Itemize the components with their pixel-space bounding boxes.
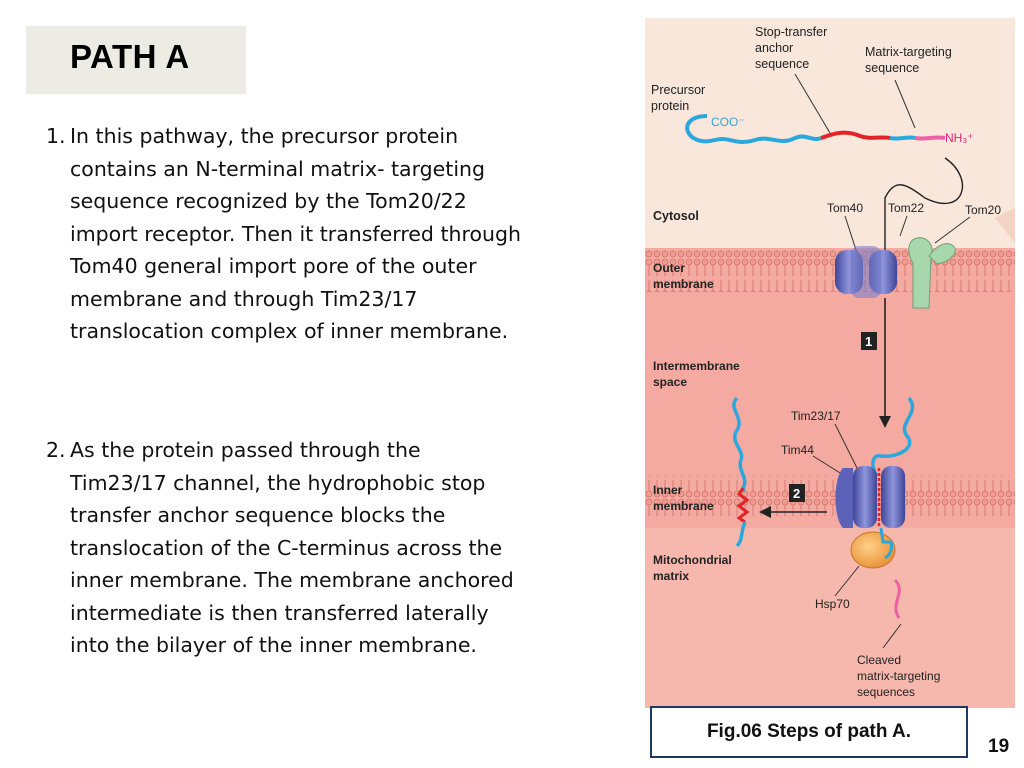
leader-line-matrix-targeting <box>894 79 916 129</box>
label-mitochondrial-matrix-2: matrix <box>653 569 689 583</box>
translocating-chain <box>871 396 915 478</box>
leader-line-tim23 <box>834 423 861 475</box>
label-cytosol: Cytosol <box>653 209 699 223</box>
tom40-pore <box>835 246 897 298</box>
leader-line-cleaved <box>882 623 902 649</box>
leader-line-tom40 <box>844 215 858 254</box>
paragraph-line: membrane and through Tim23/17 <box>70 286 418 311</box>
paragraph-line: transfer anchor sequence blocks the <box>70 503 446 527</box>
right-edge-arrow <box>995 208 1015 243</box>
slide-title: PATH A <box>70 38 190 75</box>
hsp70-chaperone <box>850 531 896 569</box>
leader-line-tim44 <box>812 455 846 477</box>
cleaved-sequence <box>893 578 901 619</box>
paragraph-1: 1. In this pathway, the precursor protei… <box>46 120 636 348</box>
paragraph-line: translocation of the C-terminus across t… <box>70 535 503 560</box>
step-1-number: 1 <box>865 334 872 349</box>
figure-caption-box: Fig.06 Steps of path A. <box>650 706 968 758</box>
paragraph-number: 2. <box>46 438 66 462</box>
paragraph-line: translocation complex of inner membrane. <box>70 319 509 343</box>
label-matrix-targeting-2: sequence <box>865 61 919 75</box>
paragraph-line: intermediate is then transferred lateral… <box>70 600 489 625</box>
precursor-chain-blue <box>685 114 822 144</box>
leader-line-stop-transfer <box>794 73 831 134</box>
label-stop-transfer: Stop-transfer <box>755 25 827 39</box>
anchored-protein-tail <box>735 521 747 548</box>
precursor-chain-blue-2 <box>889 135 916 141</box>
figure-caption: Fig.06 Steps of path A. <box>706 721 912 742</box>
matrix-background <box>645 528 1015 708</box>
label-matrix-targeting: Matrix-targeting <box>865 45 952 59</box>
label-mitochondrial-matrix: Mitochondrial <box>653 553 732 567</box>
label-inner-membrane: Inner <box>653 483 683 497</box>
paragraph-line: Tom40 general import pore of the outer <box>70 254 477 278</box>
paragraph-line: contains an N-terminal matrix- targeting <box>70 156 486 181</box>
downward-arrowhead <box>879 416 891 428</box>
step-2-number: 2 <box>793 486 800 501</box>
mitochondrial-import-diagram: Stop-transfer anchor sequence Matrix-tar… <box>645 18 1015 708</box>
anchored-protein-chain <box>732 396 747 492</box>
label-tom40: Tom40 <box>827 201 863 215</box>
label-outer-membrane: Outer <box>653 261 685 275</box>
label-precursor-2: protein <box>651 99 689 113</box>
label-intermembrane: Intermembrane <box>653 359 740 373</box>
step-2-badge <box>789 484 805 502</box>
label-cleaved-3: sequences <box>857 685 915 699</box>
label-nh3: NH₃⁺ <box>945 131 974 145</box>
import-path-curve <box>884 157 964 288</box>
inner-membrane <box>645 475 1015 517</box>
label-hsp70: Hsp70 <box>815 597 850 611</box>
paragraph-2: 2. As the protein passed through the Tim… <box>46 434 636 662</box>
label-stop-transfer-2: anchor <box>755 41 793 55</box>
paragraph-line: into the bilayer of the inner membrane. <box>70 633 477 657</box>
label-outer-membrane-2: membrane <box>653 277 714 291</box>
step-1-badge <box>861 332 877 350</box>
label-intermembrane-2: space <box>653 375 687 389</box>
anchored-stop-transfer <box>736 487 750 524</box>
paragraph-number: 1. <box>46 124 66 148</box>
matrix-chain-end <box>879 527 893 560</box>
label-cleaved-2: matrix-targeting <box>857 669 940 683</box>
paragraph-line: inner membrane. The membrane anchored <box>70 568 514 592</box>
leader-line-tom22 <box>899 215 908 237</box>
label-tim23-17: Tim23/17 <box>791 409 841 423</box>
slide-title-box: PATH A <box>26 26 246 94</box>
leader-line-tom20 <box>934 216 971 244</box>
paragraph-line: In this pathway, the precursor protein <box>70 124 459 148</box>
leader-line-hsp70 <box>834 565 860 597</box>
label-tim44: Tim44 <box>781 443 814 457</box>
label-tom20: Tom20 <box>965 203 1001 217</box>
paragraph-line: sequence recognized by the Tom20/22 <box>70 189 467 213</box>
label-precursor: Precursor <box>651 83 705 97</box>
outer-membrane <box>645 250 1015 292</box>
paragraph-line: As the protein passed through the <box>70 438 421 462</box>
lateral-arrowhead <box>759 506 771 518</box>
stop-transfer-anchor <box>820 130 891 140</box>
tim23-17-complex <box>835 466 905 528</box>
label-coo: COO⁻ <box>711 115 745 129</box>
tom20-22-receptor <box>908 237 956 309</box>
paragraph-line: import receptor. Then it transferred thr… <box>70 221 521 246</box>
label-cleaved: Cleaved <box>857 653 901 667</box>
paragraph-line: Tim23/17 channel, the hydrophobic stop <box>70 470 486 495</box>
page-number: 19 <box>988 736 1010 757</box>
matrix-targeting-sequence <box>914 135 946 141</box>
label-stop-transfer-3: sequence <box>755 57 809 71</box>
label-tom22: Tom22 <box>888 201 924 215</box>
label-inner-membrane-2: membrane <box>653 499 714 513</box>
